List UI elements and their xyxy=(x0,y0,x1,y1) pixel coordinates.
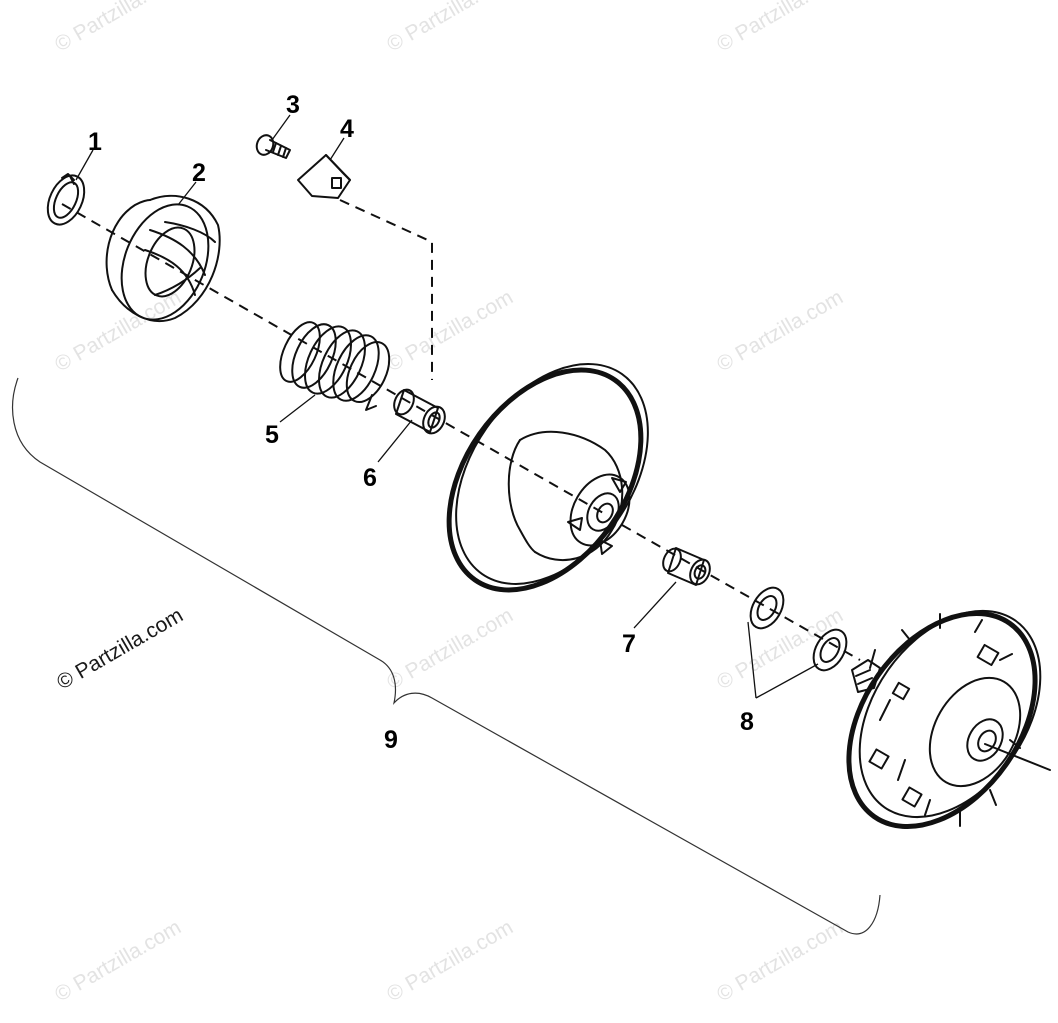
watermark: © Partzilla.com xyxy=(713,604,847,695)
callout-9: 9 xyxy=(384,726,398,754)
callout-2: 2 xyxy=(192,159,206,187)
fixed-sheave-part xyxy=(846,609,1042,830)
cam-slider-part xyxy=(297,154,351,199)
callout-6: 6 xyxy=(363,464,377,492)
watermark: © Partzilla.com xyxy=(51,0,185,56)
spacer-part xyxy=(662,547,711,586)
bushing-part xyxy=(393,388,446,435)
watermark: © Partzilla.com xyxy=(713,916,847,1007)
spring-part xyxy=(279,321,391,411)
callout-4: 4 xyxy=(340,115,354,143)
callout-3: 3 xyxy=(286,91,300,119)
callout-5: 5 xyxy=(265,421,279,449)
watermark: © Partzilla.com xyxy=(713,0,847,56)
assembly-axis xyxy=(61,199,1051,771)
callout-labels: 1 2 3 4 5 6 7 8 9 xyxy=(88,91,754,754)
helix-cam-part xyxy=(105,194,221,323)
callout-7: 7 xyxy=(622,630,636,658)
watermark: © Partzilla.com xyxy=(383,916,517,1007)
callout-1: 1 xyxy=(88,128,102,156)
screw-part xyxy=(255,134,291,159)
assembly-brace xyxy=(12,377,881,935)
movable-sheave-part xyxy=(446,363,649,593)
callout-8: 8 xyxy=(740,708,754,736)
washer-parts xyxy=(749,586,848,672)
watermark: © Partzilla.com xyxy=(51,916,185,1007)
watermark: © Partzilla.com xyxy=(383,604,517,695)
watermark: © Partzilla.com xyxy=(383,0,517,56)
leader-lines xyxy=(75,114,819,699)
snap-ring-part xyxy=(46,173,86,226)
watermark: © Partzilla.com xyxy=(383,286,517,377)
partzilla-credit: © Partzilla.com xyxy=(53,604,187,695)
watermark: © Partzilla.com xyxy=(713,286,847,377)
